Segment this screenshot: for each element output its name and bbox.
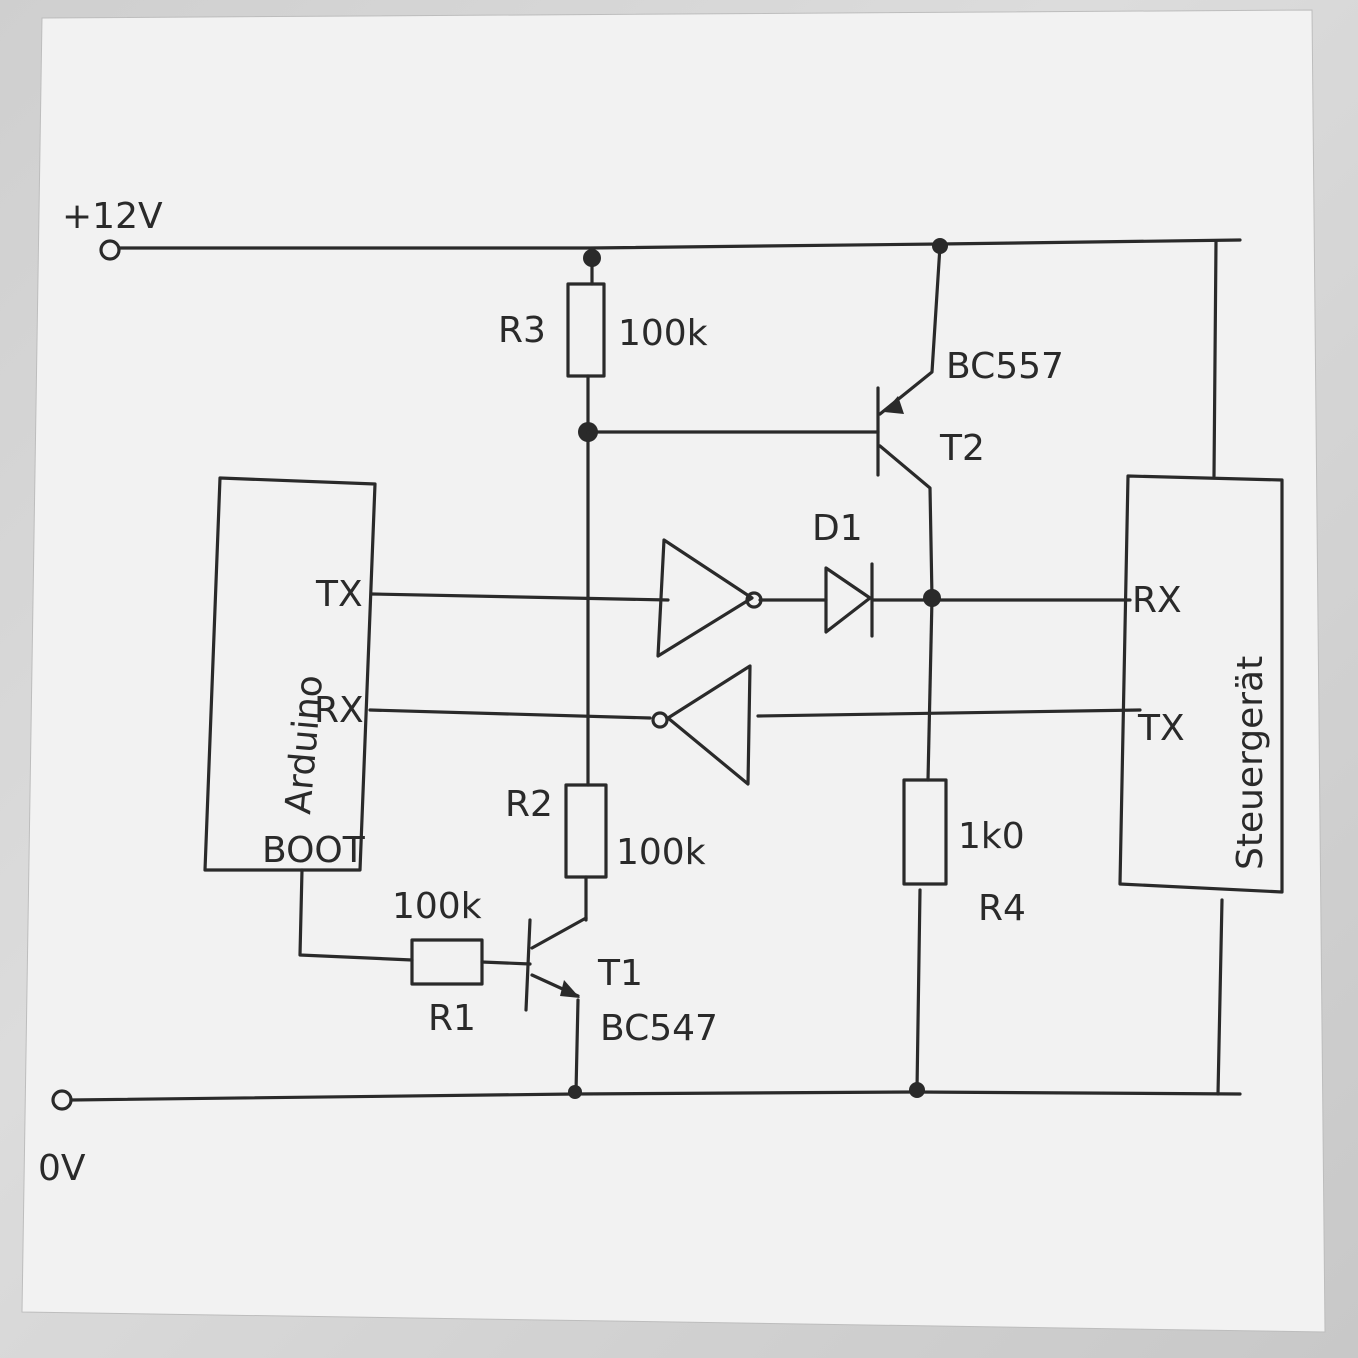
paper-sheet (21, 9, 1326, 1333)
r4-label: R4 (978, 888, 1026, 929)
r2-label: R2 (505, 784, 553, 825)
wire-arduino-rx (368, 708, 652, 720)
r3-label: R3 (498, 310, 546, 351)
t2-part: BC557 (946, 346, 1064, 387)
wire-boot (298, 868, 414, 962)
resistor-r4 (902, 596, 948, 1092)
control-unit-module (1118, 240, 1284, 1096)
ground-rail (51, 1089, 1242, 1111)
arduino-boot-pin: BOOT (262, 830, 366, 871)
transistor-t1 (524, 916, 588, 1094)
inverter-rx (651, 664, 752, 786)
arduino-tx-pin: TX (315, 574, 363, 615)
device-title: Steuergerät (1230, 656, 1271, 870)
wire-arduino-tx (370, 592, 670, 602)
plus-12v-rail (99, 238, 1242, 261)
device-rx-pin: RX (1132, 580, 1182, 621)
r4-value: 1k0 (958, 816, 1025, 857)
t1-part: BC547 (600, 1008, 718, 1049)
arduino-rx-pin: RX (314, 690, 364, 731)
t2-label: T2 (939, 428, 985, 469)
ground-label: 0V (38, 1148, 86, 1189)
resistor-r3 (566, 256, 606, 434)
resistor-r2 (564, 783, 608, 922)
r1-label: R1 (428, 998, 476, 1039)
arduino-module (203, 476, 377, 872)
transistor-t2 (876, 244, 942, 600)
r3-value: 100k (618, 313, 708, 354)
t1-label: T1 (597, 953, 643, 994)
resistor-r1 (410, 938, 532, 986)
device-tx-pin: TX (1137, 708, 1185, 749)
plus-12v-label: +12V (62, 196, 163, 237)
r1-value: 100k (392, 886, 482, 927)
wire-device-tx (756, 708, 1142, 718)
d1-label: D1 (812, 508, 863, 549)
r2-value: 100k (616, 832, 706, 873)
